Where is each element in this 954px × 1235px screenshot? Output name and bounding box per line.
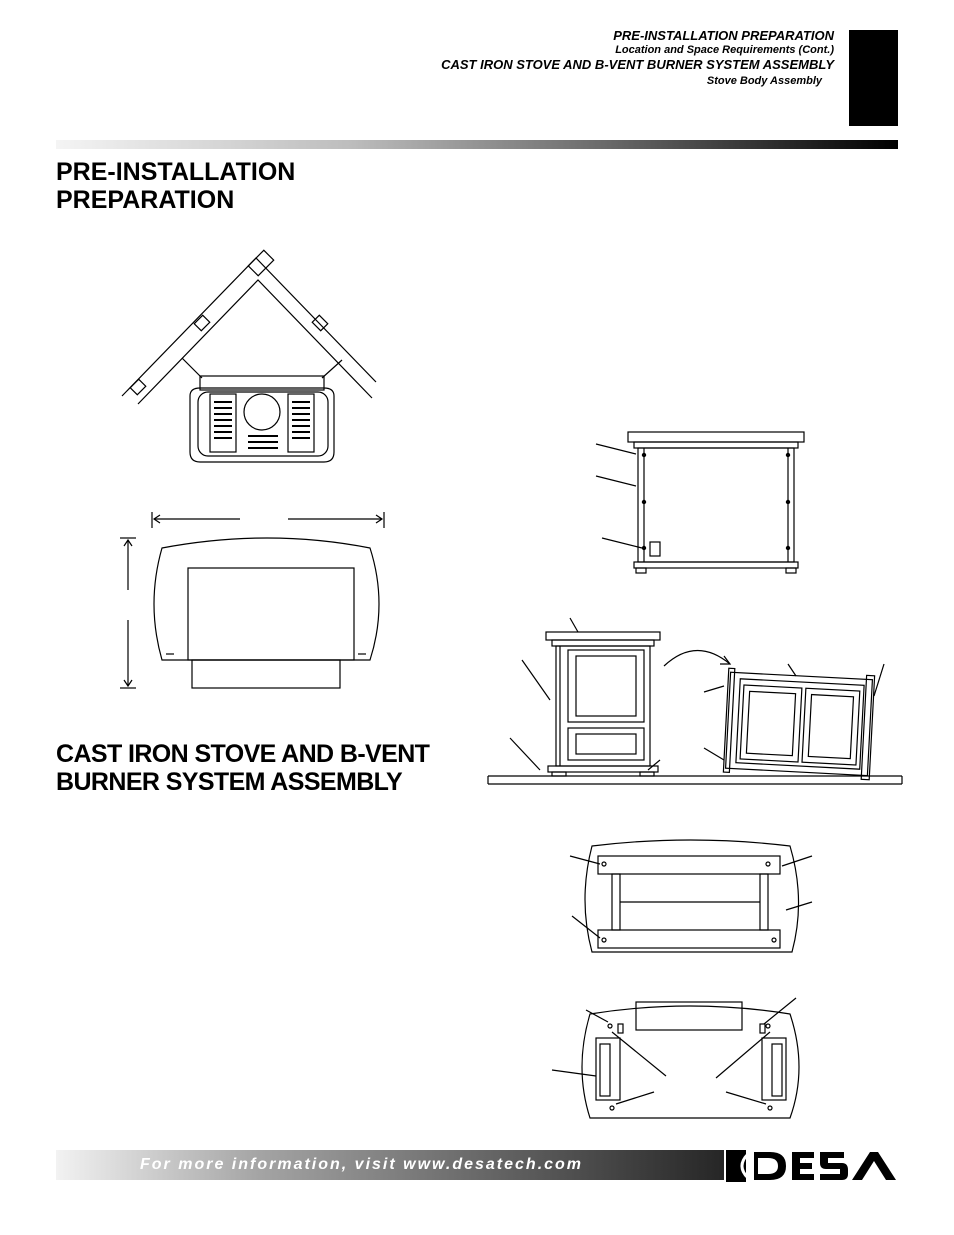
heading-line: BURNER SYSTEM ASSEMBLY [56, 768, 403, 796]
stove-side-view [595, 431, 805, 574]
section-heading-preinstall: PRE-INSTALLATION PREPARATION [56, 158, 295, 214]
header-subtitle: Location and Space Requirements (Cont.) [615, 44, 834, 56]
heading-line: PRE-INSTALLATION [56, 158, 296, 186]
heading-line: PREPARATION [56, 186, 235, 214]
footer-website-text: For more information, visit www.desatech… [140, 1156, 584, 1173]
footer-bar [56, 1150, 724, 1180]
corner-installation-diagram [121, 249, 377, 463]
heading-line: CAST IRON STOVE AND B-VENT [56, 740, 430, 768]
base-legs-view [551, 997, 800, 1119]
running-header: PRE-INSTALLATION PREPARATION Location an… [441, 28, 834, 89]
desa-logo [726, 1150, 896, 1182]
header-title: PRE-INSTALLATION PREPARATION [613, 28, 834, 43]
section-heading-assembly: CAST IRON STOVE AND B-VENT BURNER SYSTEM… [56, 740, 430, 796]
dimension-diagram [120, 512, 385, 689]
base-rails-view [569, 839, 813, 953]
header-subtitle-2: Stove Body Assembly [706, 75, 822, 87]
stove-body-assembly [487, 617, 903, 785]
header-rule [56, 140, 898, 149]
header-title-2: CAST IRON STOVE AND B-VENT BURNER SYSTEM… [441, 57, 834, 72]
section-tab [849, 30, 898, 126]
